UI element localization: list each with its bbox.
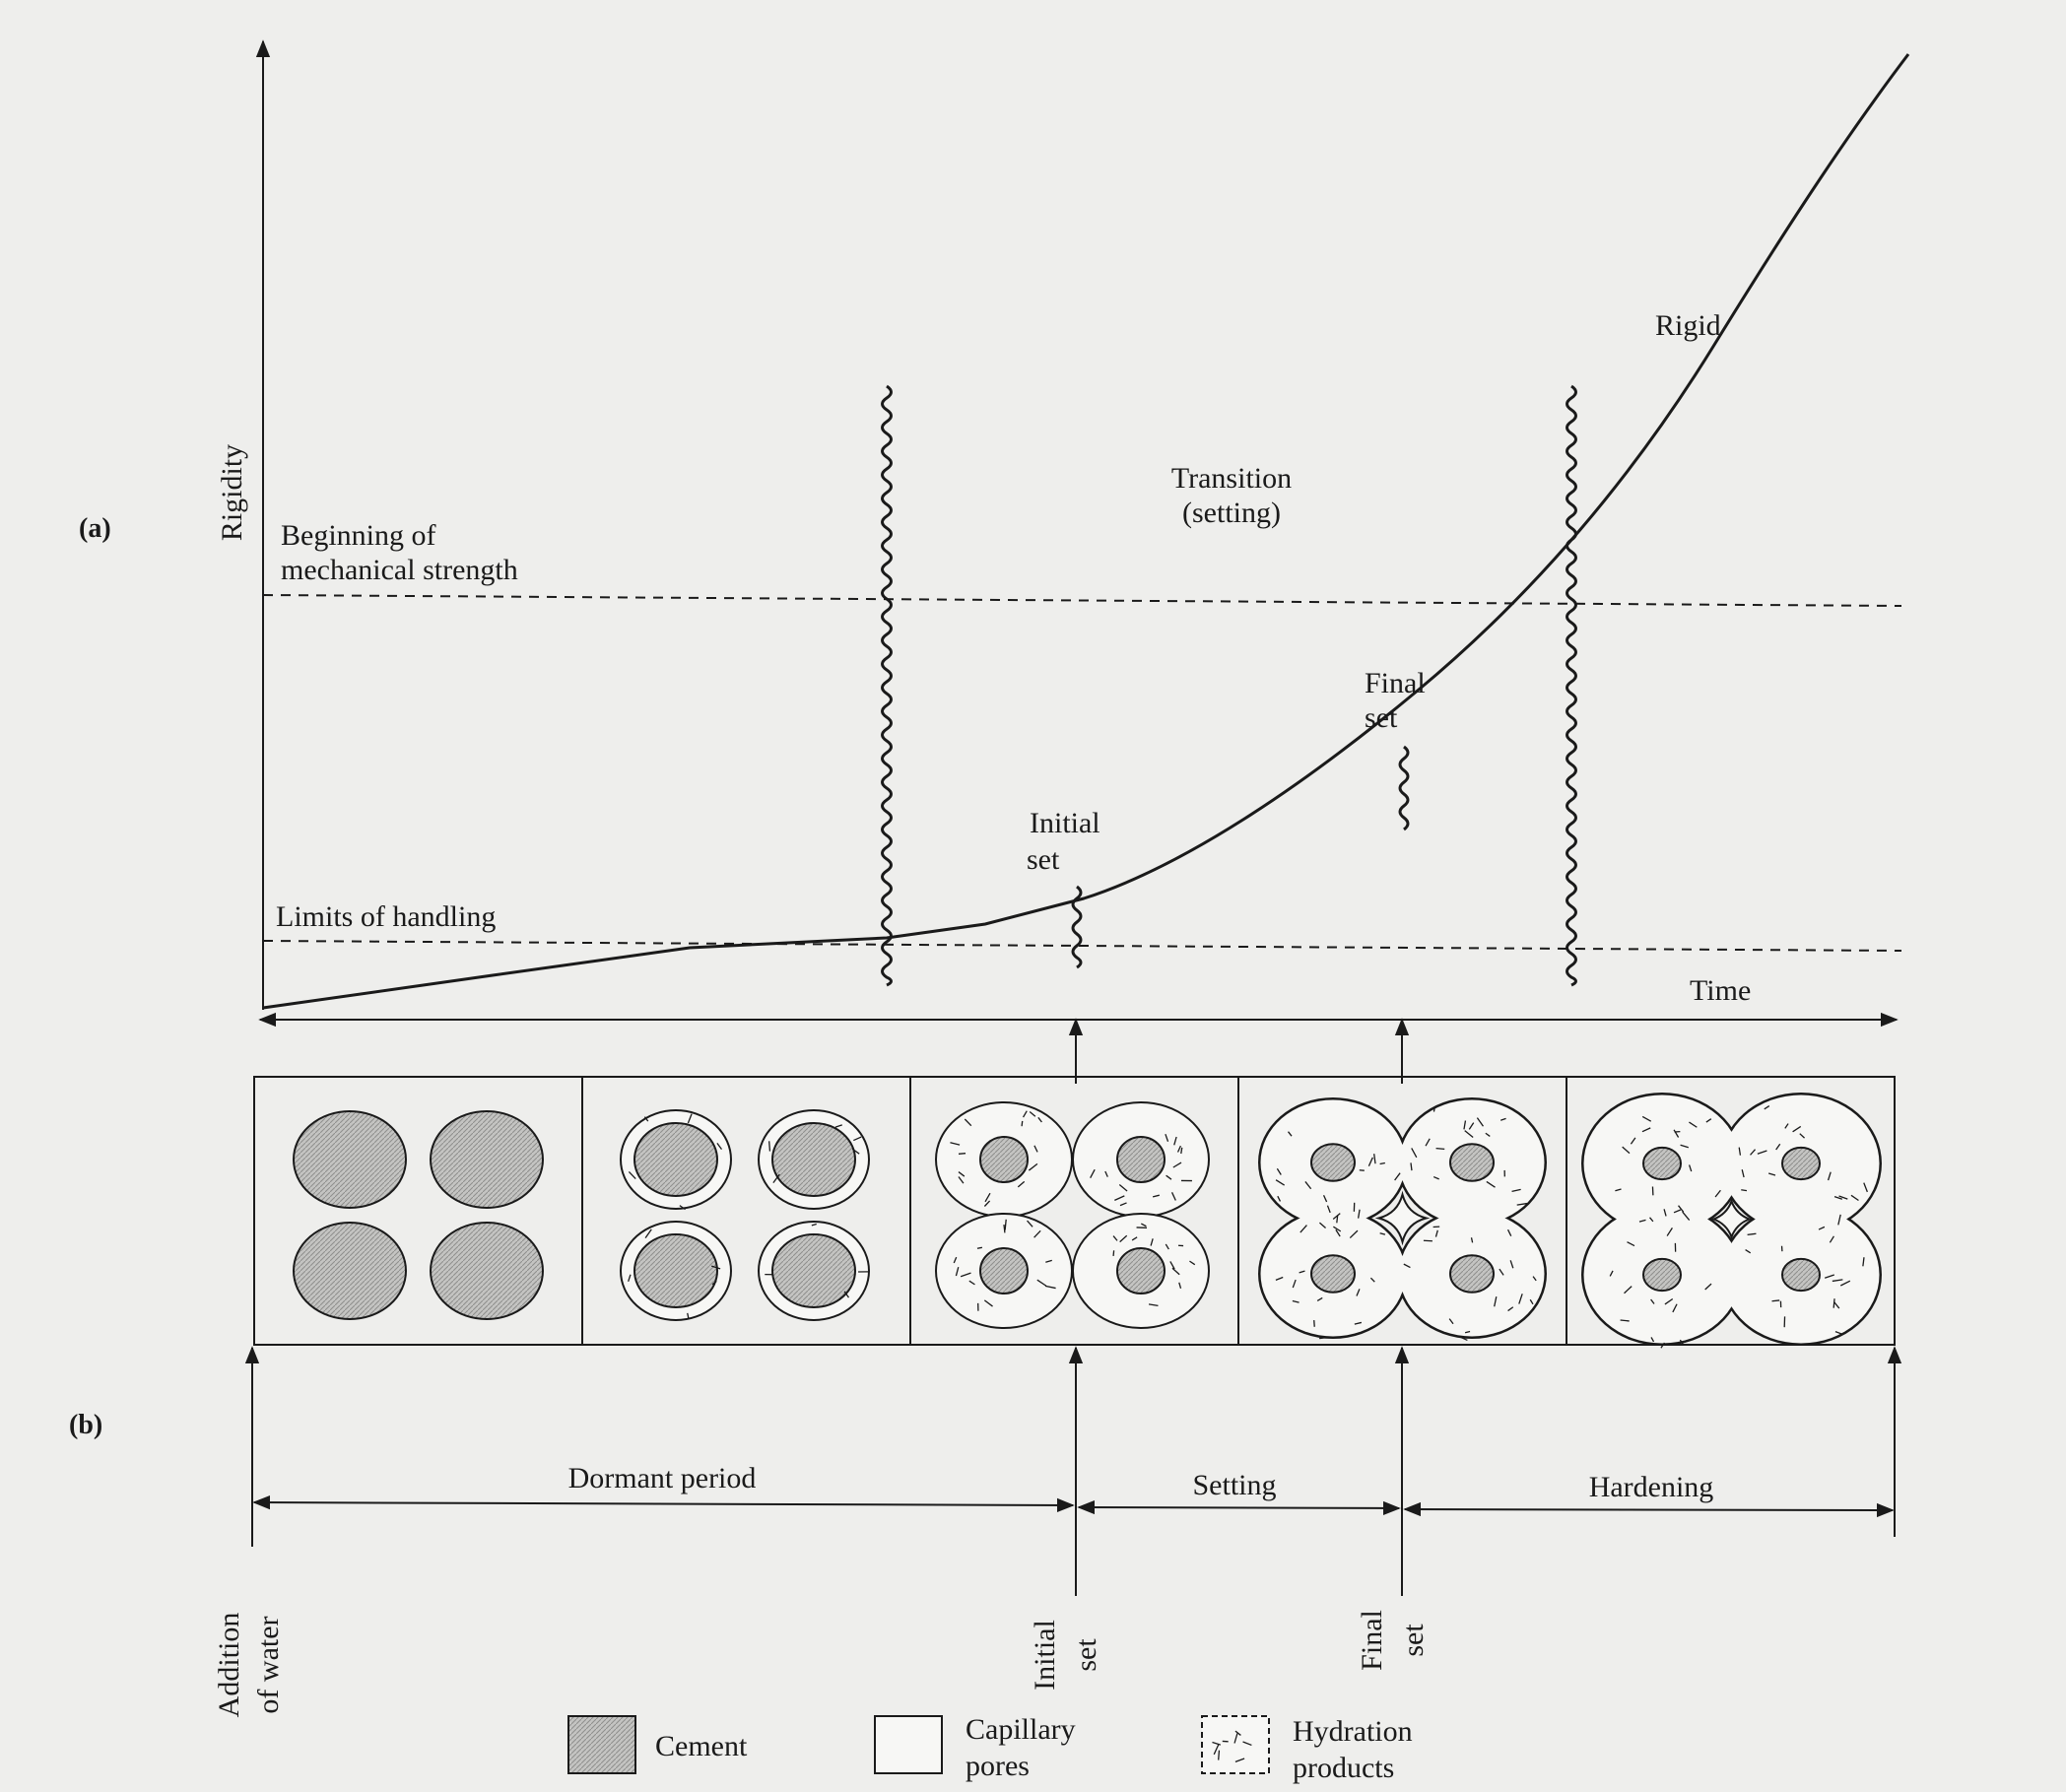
stage-1-cement-grains bbox=[293, 1110, 544, 1320]
initial-set-label-line1: Initial bbox=[1030, 807, 1100, 839]
legend-hydration-swatch bbox=[1201, 1715, 1270, 1774]
y-axis-label: Rigidity bbox=[216, 444, 248, 541]
initial-set-label-line2: set bbox=[1027, 843, 1060, 876]
final-set-label-line1: Final bbox=[1365, 667, 1426, 699]
legend: Cement Capillary pores Hydration product… bbox=[567, 1713, 1413, 1784]
addition-water-label-line2: of water bbox=[252, 1616, 285, 1713]
dormant-period-label: Dormant period bbox=[568, 1462, 757, 1494]
rigidity-curve bbox=[262, 53, 1910, 1010]
final-set-bottom-label-line1: Final bbox=[1356, 1610, 1388, 1671]
legend-cement-label: Cement bbox=[655, 1730, 748, 1762]
hardening-arrow bbox=[1403, 1501, 1895, 1518]
handling-dashed-line bbox=[262, 940, 1902, 952]
stage-3-thick-hydration-shells bbox=[935, 1101, 1210, 1329]
beginning-strength-label-line2: mechanical strength bbox=[281, 554, 518, 586]
transition-end-wavy-line bbox=[1566, 384, 1577, 987]
initial-set-wavy-mark bbox=[1071, 885, 1083, 969]
addition-water-label-line1: Addition bbox=[213, 1613, 245, 1718]
strength-dashed-line bbox=[262, 594, 1902, 607]
x-axis-label: Time bbox=[1690, 974, 1751, 1007]
beginning-strength-label-line1: Beginning of bbox=[281, 519, 436, 552]
stage-5-hardened-structure bbox=[1581, 1093, 1882, 1349]
initial-set-bottom-label-line1: Initial bbox=[1029, 1620, 1061, 1691]
dormant-period-arrow bbox=[252, 1494, 1075, 1513]
final-set-label-line2: set bbox=[1365, 701, 1398, 734]
hardening-label: Hardening bbox=[1589, 1471, 1714, 1503]
limits-handling-label: Limits of handling bbox=[276, 900, 496, 933]
part-a-marker: (a) bbox=[79, 513, 111, 544]
transition-label-line1: Transition bbox=[1171, 462, 1292, 495]
rigid-label: Rigid bbox=[1655, 309, 1721, 342]
final-set-bottom-label-line2: set bbox=[1397, 1624, 1430, 1657]
legend-hydration-label-line1: Hydration bbox=[1293, 1715, 1413, 1748]
setting-label: Setting bbox=[1192, 1469, 1276, 1501]
microstructure-panel bbox=[253, 1076, 1896, 1346]
part-b-marker: (b) bbox=[69, 1410, 102, 1440]
stage-4-coalescing-structure bbox=[1258, 1097, 1547, 1342]
stage-2-thin-hydration-shells bbox=[620, 1109, 870, 1321]
legend-capillary-swatch bbox=[874, 1715, 943, 1774]
transition-label-line2: (setting) bbox=[1182, 497, 1281, 529]
final-set-wavy-mark bbox=[1398, 745, 1410, 831]
legend-hydration-dashes bbox=[1212, 1730, 1252, 1762]
legend-hydration-label-line2: products bbox=[1293, 1752, 1394, 1784]
legend-capillary-label-line2: pores bbox=[966, 1750, 1030, 1782]
transition-start-wavy-line bbox=[881, 384, 893, 987]
setting-arrow bbox=[1077, 1499, 1401, 1516]
initial-set-bottom-label-line2: set bbox=[1070, 1638, 1102, 1672]
legend-capillary-label-line1: Capillary bbox=[966, 1713, 1076, 1746]
legend-cement-swatch bbox=[567, 1715, 636, 1774]
